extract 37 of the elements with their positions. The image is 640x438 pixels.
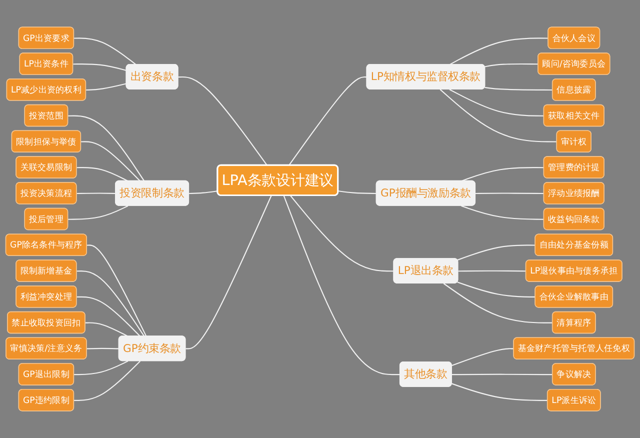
connector [178, 76, 268, 166]
connector [484, 86, 553, 91]
connector [86, 244, 147, 337]
connector [86, 348, 120, 350]
connector [449, 38, 548, 66]
connector [457, 244, 536, 261]
connector [283, 195, 400, 376]
connector [452, 374, 553, 376]
connector [85, 322, 128, 337]
connector [74, 360, 128, 376]
connector [458, 270, 526, 272]
connector [68, 205, 128, 220]
connector [81, 141, 141, 182]
connector [186, 195, 272, 350]
connector [338, 190, 377, 194]
connector [452, 348, 514, 366]
connector [290, 195, 394, 272]
connector [457, 282, 536, 298]
connector [443, 283, 553, 324]
connector [76, 167, 128, 182]
connector [189, 190, 218, 194]
connector [86, 83, 127, 91]
connector [74, 38, 136, 66]
connector [288, 76, 367, 166]
connector [476, 192, 544, 194]
connector [484, 63, 538, 68]
connector [74, 360, 141, 401]
connector [76, 296, 141, 337]
connector [76, 270, 145, 337]
connector [452, 383, 548, 401]
connector [449, 88, 544, 116]
connector [461, 167, 544, 182]
connector [440, 89, 557, 142]
connector [68, 115, 145, 182]
connector [73, 64, 127, 72]
connector [461, 205, 544, 220]
connector [76, 192, 116, 194]
